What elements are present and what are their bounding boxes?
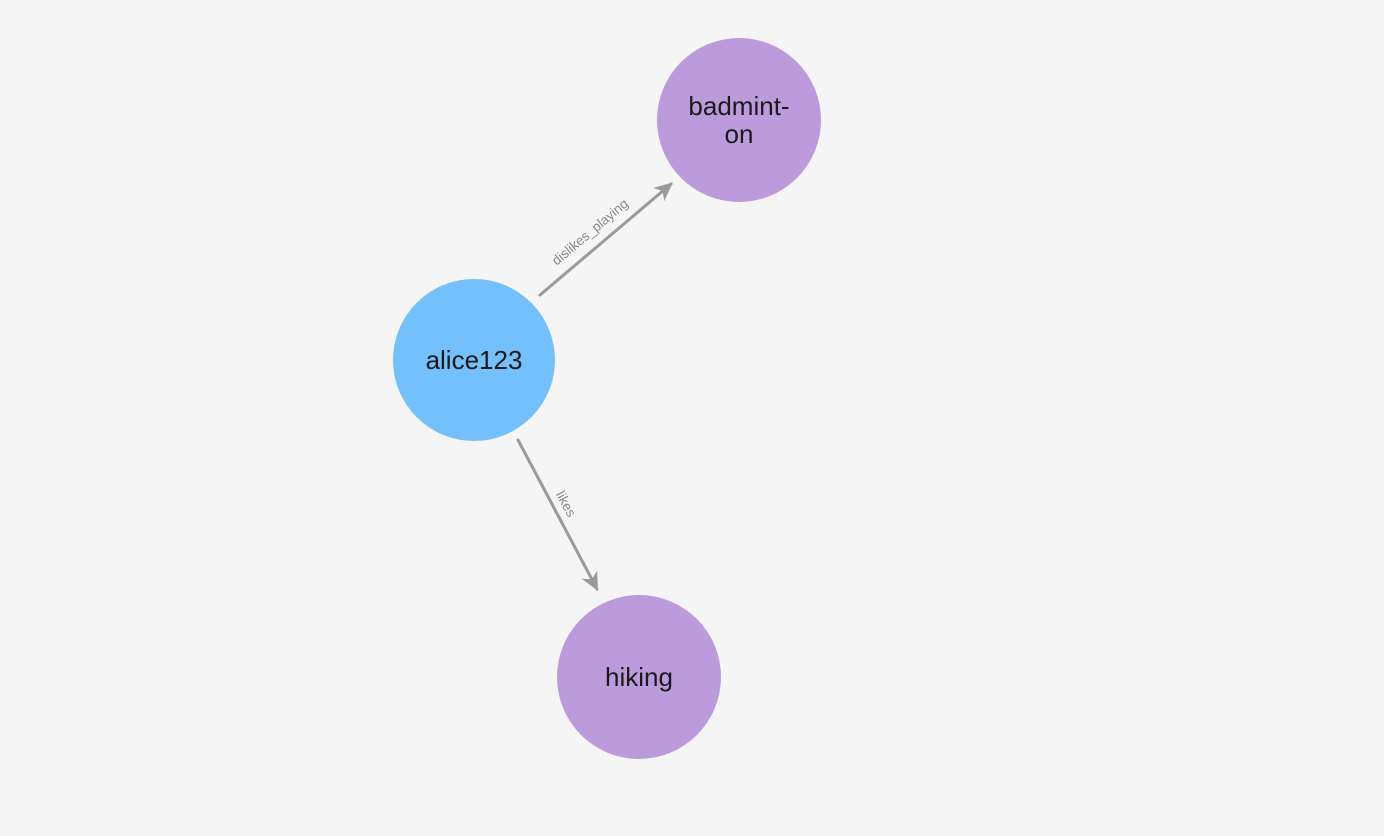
graph-node-hiking[interactable]: hiking [557,595,721,759]
graph-node-label: badmint- on [688,91,790,149]
graph-node-alice123[interactable]: alice123 [393,279,555,441]
graph-node-label: hiking [605,662,673,692]
edge-dislikes-playing[interactable] [538,182,673,297]
edge-likes[interactable] [516,438,599,592]
graph-node-badminton[interactable]: badmint- on [657,38,821,202]
graph-node-label: alice123 [425,345,523,375]
